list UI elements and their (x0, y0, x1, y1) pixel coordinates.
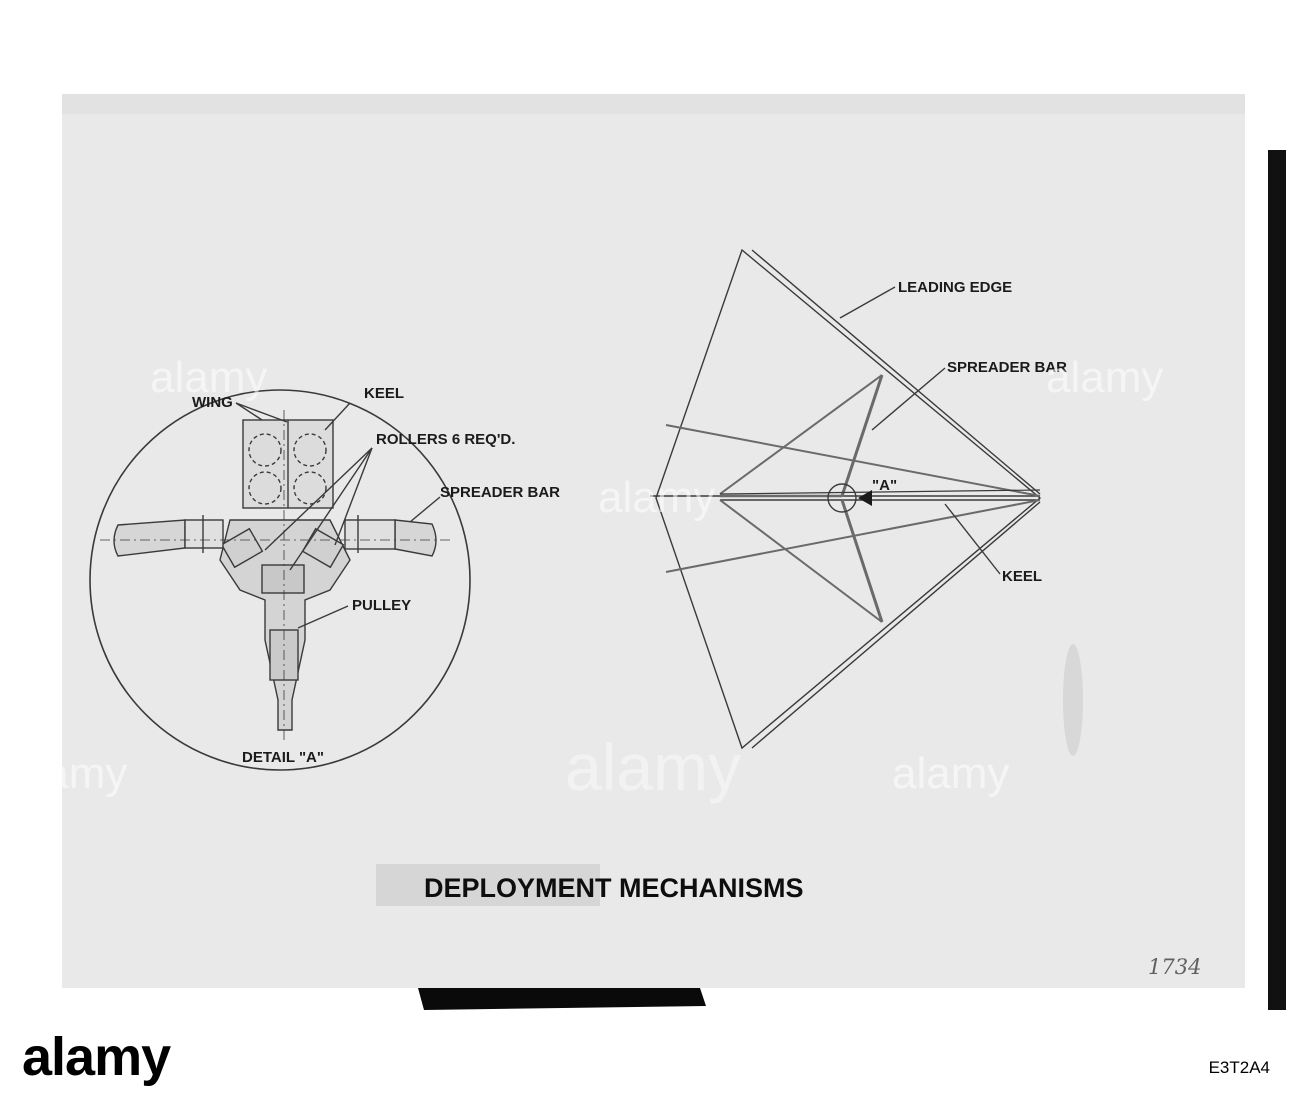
spar-lower-b (719, 499, 883, 623)
leading-edge-upper (751, 249, 1041, 495)
spar-lower-a (665, 499, 1041, 573)
leader-wing (235, 402, 263, 421)
detail-circle (89, 389, 471, 771)
roller-3 (248, 471, 282, 505)
roller-1 (248, 433, 282, 467)
label-keel-planform: KEEL (1002, 568, 1042, 585)
leader-keel-planform (944, 503, 1001, 575)
label-keel-detail: KEEL (364, 385, 404, 402)
leader-rollers-3 (334, 447, 373, 546)
label-spreader-bar-planform: SPREADER BAR (947, 359, 1067, 376)
leader-wing-2 (235, 402, 288, 423)
leader-spreader-planform (871, 367, 946, 431)
detail-caption: DETAIL "A" (242, 749, 324, 766)
hub-body (219, 519, 351, 731)
leader-pulley (297, 605, 349, 629)
bottom-tab (418, 988, 706, 1010)
spreader-bar-right (394, 519, 437, 557)
planform (650, 248, 1042, 750)
leader-spreader (409, 496, 441, 523)
spreader-lower (840, 499, 884, 623)
detail-a (89, 389, 471, 771)
roller-4 (293, 471, 327, 505)
callout-arrow (858, 490, 872, 506)
label-detail-callout: "A" (872, 477, 897, 494)
label-leading-edge: LEADING EDGE (898, 279, 1012, 296)
paper-shadow-top (62, 94, 1245, 114)
footer-image-id: E3T2A4 (1208, 1058, 1270, 1077)
label-pulley: PULLEY (352, 597, 411, 614)
watermark-3: alamy (1046, 353, 1163, 402)
watermark-6: alamy (565, 730, 741, 804)
label-wing: WING (192, 394, 233, 411)
hub-center (261, 564, 305, 594)
label-spreader-bar-detail: SPREADER BAR (440, 484, 560, 501)
right-edge-shadow (1268, 150, 1286, 1010)
label-rollers: ROLLERS 6 REQ'D. (376, 431, 515, 448)
spreader-upper (840, 374, 884, 497)
leader-rollers-2 (289, 447, 373, 571)
watermark-2: alamy (598, 473, 715, 522)
footer-brand-logo[interactable]: alamy (22, 1027, 171, 1087)
smudge (1063, 644, 1083, 756)
handwritten-number: 1734 (1148, 955, 1201, 979)
watermark-1: alamy (150, 353, 267, 402)
diagram-title: DEPLOYMENT MECHANISMS (424, 873, 804, 903)
roller-2 (293, 433, 327, 467)
leader-leading-edge (839, 286, 896, 319)
spreader-bar-left (113, 519, 186, 557)
watermark-4: alamy (10, 749, 127, 798)
spar-mid-upper (719, 489, 1041, 495)
leader-rollers-1 (264, 447, 373, 551)
watermark-5: alamy (892, 749, 1009, 798)
clevis-right (344, 519, 396, 550)
clevis-left (184, 519, 224, 549)
spar-upper-b (719, 374, 883, 495)
engineering-drawing: WING KEEL ROLLERS 6 REQ'D. SPREADER BAR … (10, 94, 1286, 1010)
leading-edge-lower (751, 501, 1041, 749)
spar-upper-a (665, 424, 1041, 497)
wing-outline (655, 248, 1042, 750)
photograph: WING KEEL ROLLERS 6 REQ'D. SPREADER BAR … (10, 94, 1286, 1010)
hub-circle (827, 483, 857, 513)
title-backing (376, 864, 600, 906)
leader-keel (324, 402, 351, 431)
footer-bar: alamy E3T2A4 (0, 1014, 1300, 1104)
